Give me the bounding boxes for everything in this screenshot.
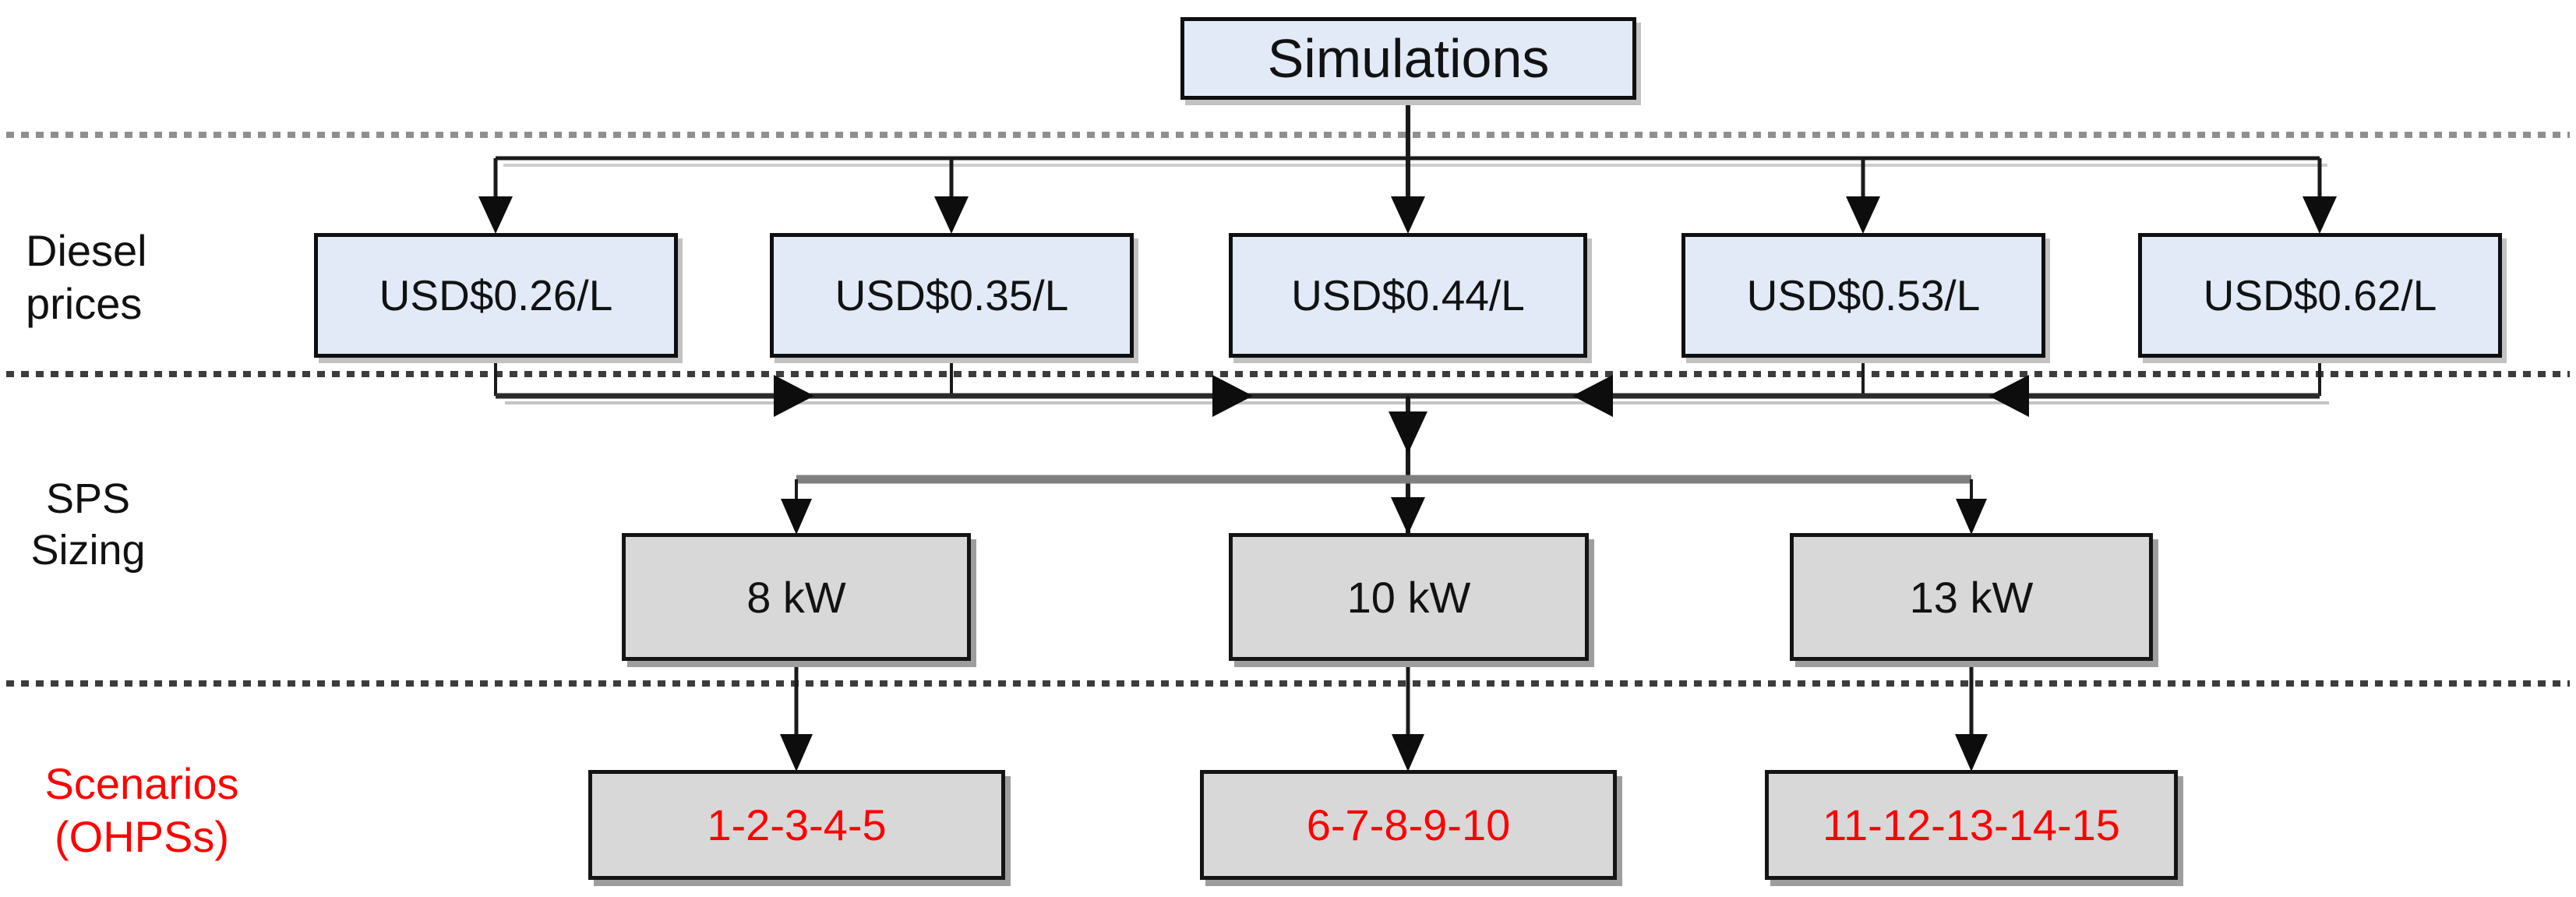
diesel-prices-row-label-line1: Diesel <box>26 226 147 275</box>
diesel-price-box-5: USD$0.62/L <box>2138 233 2502 358</box>
diesel-price-box-2-label: USD$0.35/L <box>835 271 1069 320</box>
scenario-box-2-label: 6-7-8-9-10 <box>1306 800 1511 849</box>
sps-box-8kw-label: 8 kW <box>746 572 846 622</box>
diesel-price-box-3-label: USD$0.44/L <box>1291 271 1525 320</box>
arrowhead-into-diesel-2 <box>934 196 969 234</box>
diesel-prices-row-label: Diesel prices <box>26 224 221 331</box>
sps-box-13kw: 13 kW <box>1790 533 2153 661</box>
collector-arrow-right-2 <box>1212 375 1253 417</box>
diesel-price-box-1: USD$0.26/L <box>314 233 678 358</box>
arrowhead-into-diesel-4 <box>1846 196 1880 234</box>
arrowhead-into-scenario-1 <box>780 734 813 772</box>
arrowhead-into-8kw <box>781 499 812 535</box>
sps-box-8kw: 8 kW <box>622 533 971 661</box>
sps-sizing-row-label-line1: SPS <box>45 475 131 522</box>
simulations-box: Simulations <box>1180 17 1636 100</box>
arrowhead-into-diesel-5 <box>2303 196 2337 234</box>
central-trunk-arrowhead <box>1389 411 1427 454</box>
sps-sizing-row-label-line2: Sizing <box>30 526 146 574</box>
collector-arrow-left-2 <box>1988 375 2029 417</box>
diesel-price-box-4-label: USD$0.53/L <box>1746 271 1981 320</box>
scenarios-row-label: Scenarios (OHPSs) <box>17 758 266 864</box>
scenarios-row-label-line1: Scenarios <box>44 759 239 808</box>
scenario-box-1: 1-2-3-4-5 <box>588 770 1005 880</box>
diesel-price-box-2: USD$0.35/L <box>770 233 1134 358</box>
diesel-prices-row-label-line2: prices <box>26 279 143 329</box>
diesel-price-box-4: USD$0.53/L <box>1681 233 2045 358</box>
arrowhead-into-scenario-3 <box>1955 734 1988 772</box>
arrowhead-into-scenario-2 <box>1392 734 1424 772</box>
sps-sizing-row-label: SPS Sizing <box>14 474 162 577</box>
sps-box-13kw-label: 13 kW <box>1909 572 2034 622</box>
arrowhead-into-diesel-1 <box>478 196 513 234</box>
collector-arrow-left-1 <box>1572 375 1613 417</box>
collector-arrow-right-1 <box>774 375 814 417</box>
scenario-box-2: 6-7-8-9-10 <box>1200 770 1617 880</box>
diesel-price-box-5-label: USD$0.62/L <box>2203 271 2437 320</box>
arrowhead-into-13kw <box>1956 499 1987 535</box>
simulations-box-label: Simulations <box>1267 28 1550 89</box>
scenario-box-3: 11-12-13-14-15 <box>1765 770 2178 880</box>
arrowhead-into-diesel-3 <box>1391 196 1425 234</box>
sps-box-10kw-label: 10 kW <box>1346 572 1471 622</box>
arrowhead-into-10kw <box>1391 497 1425 535</box>
scenarios-row-label-line2: (OHPSs) <box>55 812 229 862</box>
scenario-box-3-label: 11-12-13-14-15 <box>1823 800 2120 849</box>
sps-box-10kw: 10 kW <box>1229 533 1589 661</box>
diesel-price-box-1-label: USD$0.26/L <box>379 271 613 320</box>
scenario-box-1-label: 1-2-3-4-5 <box>707 800 887 849</box>
diesel-price-box-3: USD$0.44/L <box>1229 233 1587 358</box>
